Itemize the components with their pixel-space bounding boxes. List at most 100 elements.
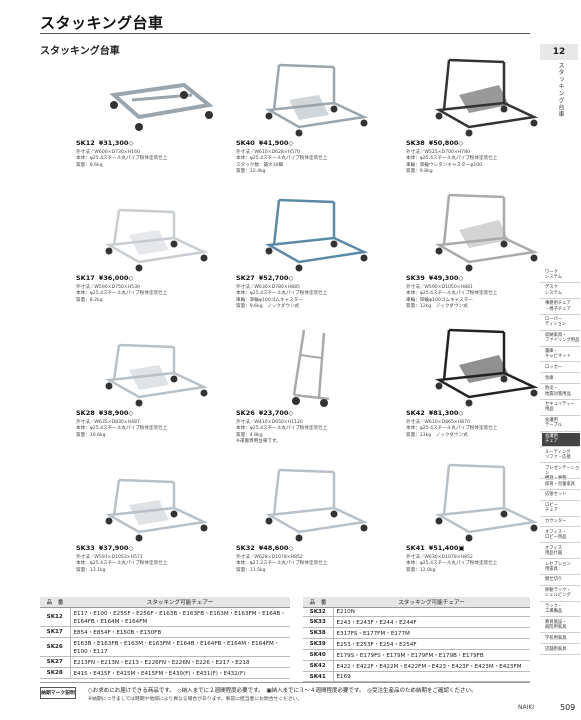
side-index-divider	[540, 632, 580, 634]
product-price: ¥50,800◇	[428, 139, 464, 147]
product-code: SK33	[76, 544, 95, 552]
side-index-item[interactable]: プレゼンテーション機器・事務	[545, 465, 580, 481]
page-title: スタッキング台車	[40, 14, 164, 32]
row-chairs: E117・E100・E255F・E256F・E163B・E163FB・E163M…	[70, 607, 290, 627]
row-code: SK41	[303, 671, 334, 682]
product-spec-line: 質量：8.6kg	[76, 162, 103, 168]
row-code: SK12	[40, 607, 71, 627]
delivery-legend: 納期マーク説明 ○お求めにお届けできる商品です。 ◇納入までに２週間程度必要です…	[40, 682, 530, 702]
side-index-item[interactable]: セキュリティー用品	[545, 402, 575, 413]
product-code: SK32	[236, 544, 255, 552]
side-index-divider	[540, 398, 580, 400]
product-price: ¥31,300◇	[98, 139, 134, 147]
product-spec-line: 質量：9.8kg	[406, 169, 433, 175]
product-spec-line: 本体：φ25.4スチール丸パイプ粉体塗装仕上	[406, 291, 498, 297]
side-index-item[interactable]: 金庫	[545, 375, 554, 381]
product-name: SK41¥51,400▣	[406, 544, 465, 552]
product-price: ¥48,600◇	[258, 544, 294, 552]
side-index-item[interactable]: 店舗用家具	[545, 646, 567, 652]
product-price: ¥23,700◇	[258, 409, 294, 417]
row-chairs: E163B・E163FB・E163M・E163FM・E164B・E164FB・E…	[70, 637, 290, 657]
col-header-chairs: スタッキング可能チェアー	[333, 597, 530, 608]
side-index-item[interactable]: 書庫・キャビネット	[545, 349, 571, 360]
side-index-item[interactable]: 学校用家具	[545, 635, 567, 641]
product-image	[74, 325, 234, 408]
side-index-item[interactable]: ロビーチェア	[545, 503, 558, 514]
side-index-divider	[540, 313, 580, 315]
side-index-item[interactable]: 事務用チェア・椅子チェア	[545, 301, 571, 312]
product-spec-line: 質量：12kg ノックダウン式	[406, 304, 468, 310]
side-index-item[interactable]: 保育・児童家具	[545, 481, 576, 487]
side-index-item[interactable]: 移動ラック・シェルビング	[545, 588, 571, 599]
product-spec-line: 本体：φ25.4スチール丸パイプ粉体塗装仕上	[76, 561, 168, 567]
side-index-item[interactable]: ラック・工場備品	[545, 604, 563, 615]
product-spec-line: 本体：φ25.4スチール丸パイプ粉体塗装仕上	[236, 291, 328, 297]
product-spec-line: 外寸法／W610×D865×H870	[406, 420, 470, 425]
side-index-item[interactable]: 教育施設・病院用家具	[545, 619, 567, 631]
row-code: SK33	[303, 616, 334, 629]
side-index-divider	[540, 430, 580, 432]
product-spec-line: 質量：9.6kg ノックダウン式	[236, 304, 300, 310]
product-code: SK12	[76, 139, 95, 147]
product-name: SK27¥52,700◇	[236, 274, 293, 282]
product-image	[234, 460, 394, 543]
side-index-item[interactable]: 収納家具・ファイリング用品	[545, 333, 580, 344]
side-index-item[interactable]: 応接セット	[545, 492, 567, 498]
side-index-item[interactable]: ワークシステム	[545, 269, 563, 280]
side-index-divider	[540, 345, 580, 347]
product-code: SK38	[406, 139, 425, 147]
product-spec-line: 本体：φ25.4スチール丸パイプ粉体塗装仕上	[236, 426, 328, 432]
col-header-chairs: スタッキング可能チェアー	[70, 597, 290, 608]
side-index-item[interactable]: デスクシステム	[545, 285, 563, 296]
product-spec-line: 質量：8.2kg	[76, 297, 103, 303]
product-image	[74, 190, 234, 273]
product-image	[74, 460, 234, 543]
side-index-item[interactable]: オフィス・ロビー用品	[545, 529, 567, 540]
product-code: SK28	[76, 409, 95, 417]
row-code: SK38	[303, 627, 334, 640]
product-name: SK32¥48,600◇	[236, 544, 293, 552]
side-index-divider	[540, 478, 580, 480]
row-code: SK32	[303, 607, 334, 618]
product-code: SK17	[76, 274, 95, 282]
product-spec-line: 本体：φ27.2スチール丸パイプ粉体塗装仕上	[236, 561, 328, 567]
side-index-item[interactable]: 防災・地震対策用品	[545, 386, 571, 397]
product-spec-line: 本体：φ25.4スチール丸パイプ粉体塗装仕上	[406, 156, 498, 162]
chapter-tab[interactable]: 12	[540, 44, 578, 60]
product-code: SK27	[236, 274, 255, 282]
side-index-item[interactable]: 会議用テーブル	[545, 418, 562, 429]
product-spec-line: 外寸法／W630×D780×H885	[236, 285, 300, 290]
product-code: SK42	[406, 409, 425, 417]
side-index-divider	[540, 526, 580, 528]
product-spec-line: 外寸法／W635×D830×H487	[76, 420, 140, 425]
product-code: SK26	[236, 409, 255, 417]
product-spec-line: 質量：12.0kg	[406, 567, 436, 573]
product-spec-line: 外寸法／W591×D1053×H571	[76, 555, 143, 560]
side-index-item[interactable]: オフィス用品什器	[545, 545, 563, 556]
product-price: ¥38,900◇	[98, 409, 134, 417]
product-image	[74, 55, 234, 138]
product-spec-line: 本体：φ25.4スチール丸パイプ粉体塗装仕上	[76, 291, 168, 297]
col-header-code: 品 番	[303, 597, 333, 608]
side-index-item[interactable]: ミーティングソファ・応接	[545, 449, 571, 461]
side-index-item[interactable]: レセプション用家具	[545, 561, 571, 572]
product-spec-line: スタック数：最大30脚	[236, 162, 284, 168]
side-index-item[interactable]: ローパーティション	[545, 317, 567, 328]
product-image	[404, 190, 564, 273]
title-rule	[40, 33, 530, 34]
side-index-item[interactable]: カウンター	[545, 519, 567, 524]
side-index-item[interactable]: ロッカー	[545, 364, 563, 370]
col-header-code: 品 番	[40, 597, 70, 608]
product-code: SK39	[406, 274, 425, 282]
row-code: SK39	[303, 638, 334, 651]
row-code: SK28	[40, 667, 71, 679]
side-index-item[interactable]: 間仕切り	[545, 577, 563, 583]
side-index-item[interactable]: 会議用チェア	[542, 432, 580, 446]
product-name: SK28¥38,900◇	[76, 409, 133, 417]
